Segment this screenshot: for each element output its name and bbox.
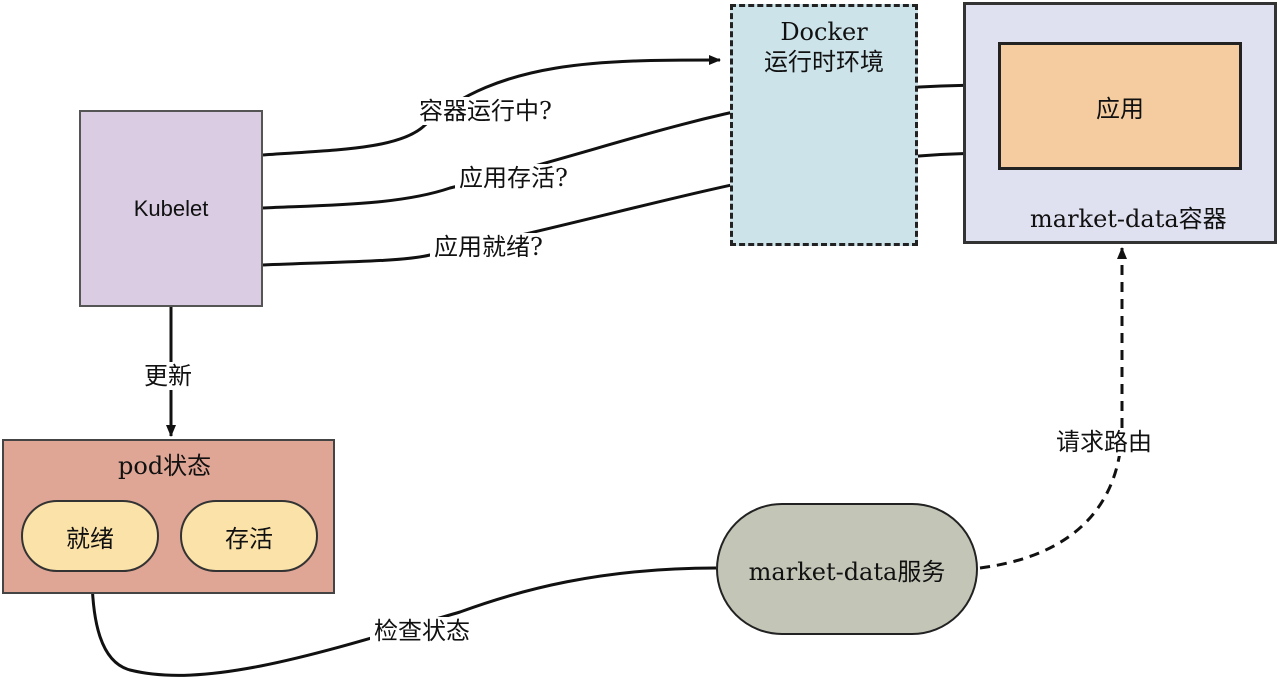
docker-runtime-node: Docker 运行时环境: [730, 4, 918, 246]
kubelet-node: Kubelet: [79, 110, 263, 307]
label-app-ready: 应用就绪?: [430, 233, 547, 261]
edge-request-routing: [979, 247, 1127, 570]
alive-label: 存活: [225, 524, 273, 553]
docker-label: Docker: [780, 18, 868, 46]
label-request-routing: 请求路由: [1052, 428, 1156, 456]
ready-label: 就绪: [66, 524, 114, 553]
label-container-running: 容器运行中?: [415, 97, 556, 125]
alive-node: 存活: [180, 500, 318, 572]
edge-check-status: [87, 566, 717, 677]
label-check-status: 检查状态: [370, 617, 474, 645]
app-node: 应用: [998, 42, 1242, 170]
label-update: 更新: [140, 362, 196, 390]
ready-node: 就绪: [21, 500, 159, 572]
pod-status-title: pod状态: [118, 452, 212, 480]
container-title: market-data容器: [1030, 205, 1227, 233]
kubelet-label: Kubelet: [133, 195, 209, 221]
app-label: 应用: [1096, 94, 1144, 123]
label-app-alive: 应用存活?: [455, 164, 572, 192]
service-label: market-data服务: [748, 557, 946, 586]
docker-runtime-label: 运行时环境: [764, 48, 884, 76]
market-data-service-node: market-data服务: [716, 503, 978, 635]
